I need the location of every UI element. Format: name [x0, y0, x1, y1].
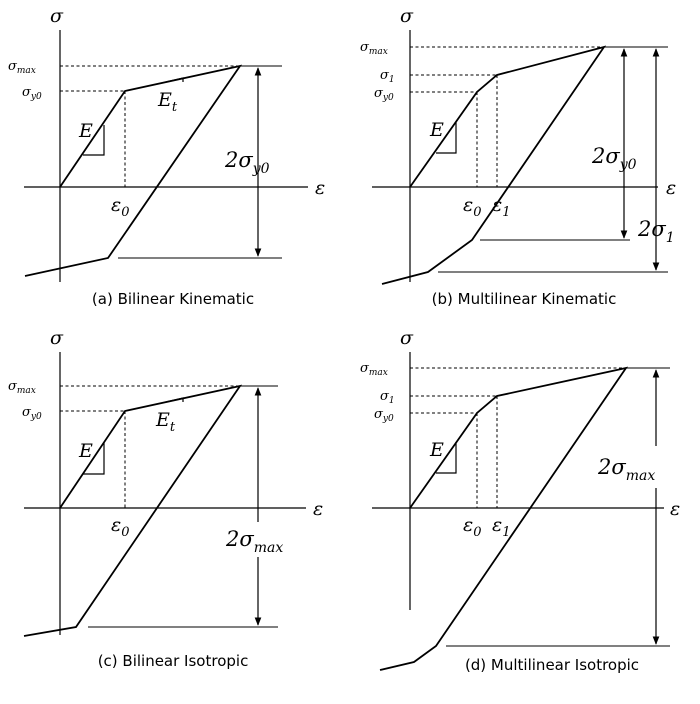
panel-c-smax-tick: σmax: [8, 379, 36, 396]
panel-a-e0-label: ε0: [111, 194, 129, 220]
panel-a-sy0-tick: σy0: [22, 85, 42, 102]
panel-b-s1-tick: σ1: [380, 68, 395, 85]
panel-b-sigma-label: σ: [400, 5, 414, 27]
panel-d: σ ε σmax σ1 σy0 E ε0 ε1 2σmax (d) Multil…: [360, 327, 680, 674]
panel-b: σ ε σmax σ1 σy0 E ε0 ε1 2σy0 2σ1 (b) Mul…: [360, 5, 676, 308]
panel-d-caption: (d) Multilinear Isotropic: [465, 656, 639, 674]
panel-a-smax-tick: σmax: [8, 59, 36, 76]
panel-b-e1-label: ε1: [492, 194, 510, 220]
panel-b-stress-strain-curve: [381, 45, 607, 285]
panel-b-epsilon-label: ε: [666, 177, 676, 199]
panel-a-epsilon-label: ε: [315, 177, 325, 199]
panel-c-range-label: 2σmax: [225, 527, 283, 556]
panel-c-tangent-label: Et: [155, 409, 176, 435]
panel-b-sy0-tick: σy0: [374, 86, 394, 103]
panel-b-caption: (b) Multilinear Kinematic: [432, 290, 617, 308]
panel-b-modulus-triangle: [436, 122, 457, 154]
panel-d-range-label: 2σmax: [597, 455, 655, 484]
panel-a-tangent-triangle: [165, 77, 184, 83]
panel-c-stress-strain-curve: [23, 384, 243, 637]
panel-c-tangent-triangle: [165, 397, 184, 403]
panel-b-range-label: 2σy0: [591, 144, 637, 173]
panel-d-sigma-label: σ: [400, 327, 414, 349]
panel-a-modulus-label: E: [78, 120, 93, 142]
panel-a-range-label: 2σy0: [224, 148, 270, 177]
panel-c-sigma-label: σ: [50, 327, 64, 349]
panel-a-tangent-label: Et: [157, 89, 178, 115]
panel-a-caption: (a) Bilinear Kinematic: [92, 290, 254, 308]
panel-a: σ ε σmax σy0 E Et ε0 2σy0 (a) Bilinear K…: [8, 5, 325, 308]
panel-d-sy0-tick: σy0: [374, 407, 394, 424]
panel-c-epsilon-label: ε: [313, 498, 323, 520]
panel-c-modulus-label: E: [78, 440, 93, 462]
panel-a-stress-strain-curve: [24, 64, 243, 277]
panel-c: σ ε σmax σy0 E Et ε0 2σmax (c) Bilinear …: [8, 327, 323, 670]
panel-a-modulus-triangle: [83, 125, 105, 156]
panel-b-e0-label: ε0: [463, 194, 481, 220]
panel-d-e0-label: ε0: [463, 514, 481, 540]
panel-a-sigma-label: σ: [50, 5, 64, 27]
panel-b-modulus-label: E: [429, 119, 444, 141]
panel-d-modulus-triangle: [436, 442, 457, 474]
panel-c-sy0-tick: σy0: [22, 405, 42, 422]
panel-c-caption: (c) Bilinear Isotropic: [98, 652, 249, 670]
panel-d-epsilon-label: ε: [670, 498, 680, 520]
panel-b-range2-label: 2σ1: [637, 217, 675, 246]
panel-c-e0-label: ε0: [111, 514, 129, 540]
panel-b-smax-tick: σmax: [360, 40, 388, 57]
panel-d-e1-label: ε1: [492, 514, 510, 540]
panel-d-s1-tick: σ1: [380, 389, 395, 406]
panel-c-modulus-triangle: [83, 443, 105, 475]
panel-d-smax-tick: σmax: [360, 361, 388, 378]
panel-d-modulus-label: E: [429, 439, 444, 461]
